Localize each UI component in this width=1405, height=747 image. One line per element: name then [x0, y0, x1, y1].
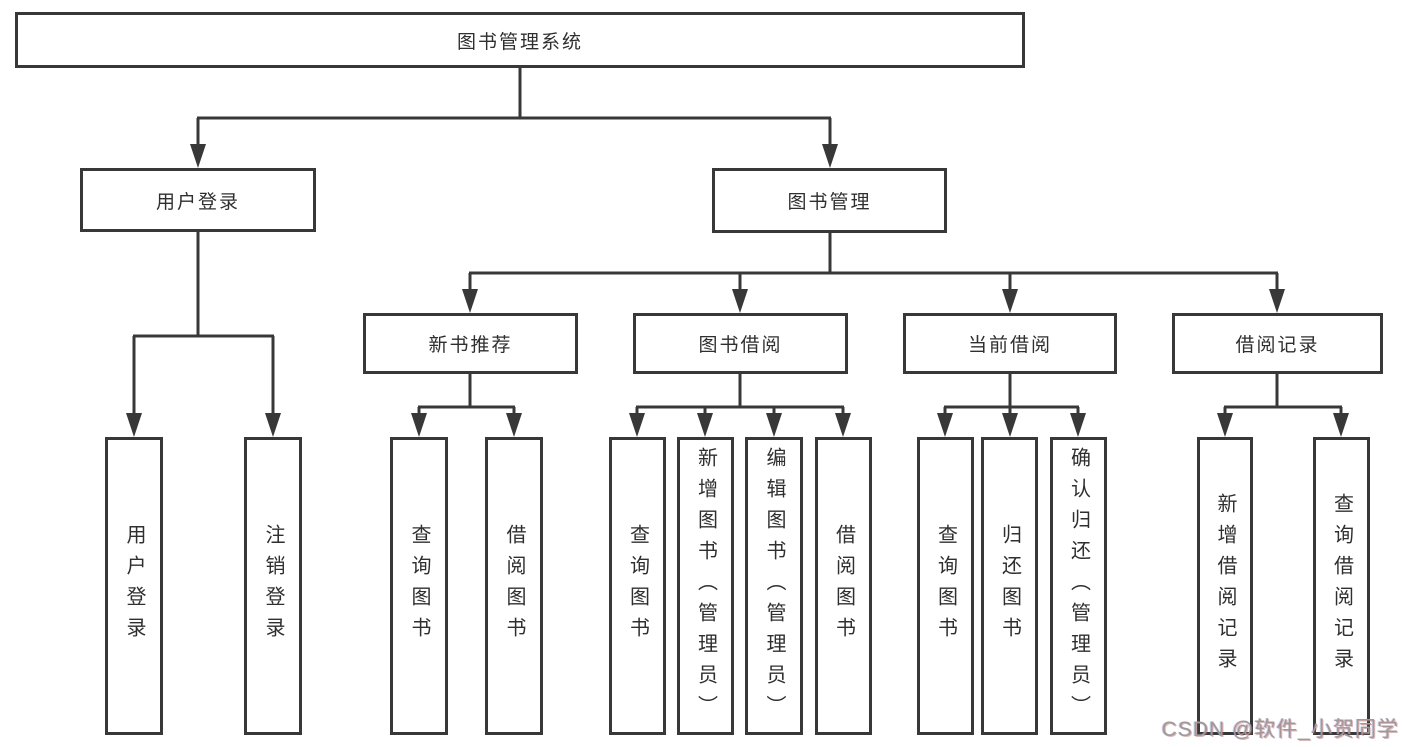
leaf-return-books-label: 归还图书 — [998, 524, 1021, 648]
node-user-login: 用户登录 — [80, 168, 316, 232]
leaf-user-login-label: 用户登录 — [123, 524, 145, 648]
leaf-return-books: 归还图书 — [981, 437, 1038, 735]
leaf-borrow-books-recommend-label: 借阅图书 — [503, 524, 525, 648]
leaf-add-borrow-record-label: 新增借阅记录 — [1214, 493, 1236, 679]
leaf-add-books-admin-label: 新增图书（管理员） — [694, 446, 717, 726]
node-borrowing-records-label: 借阅记录 — [1235, 335, 1320, 356]
leaf-query-borrow-record: 查询借阅记录 — [1313, 437, 1370, 735]
leaf-user-login: 用户登录 — [105, 437, 163, 735]
node-book-borrowing-label: 图书借阅 — [698, 335, 783, 356]
node-book-management: 图书管理 — [712, 168, 947, 233]
leaf-query-books-current: 查询图书 — [917, 437, 974, 735]
node-current-borrowing: 当前借阅 — [903, 313, 1117, 374]
node-library-system: 图书管理系统 — [15, 12, 1025, 68]
csdn-watermark: CSDN @软件_小贺同学 — [1161, 718, 1399, 741]
leaf-logout: 注销登录 — [244, 437, 302, 735]
leaf-query-books-recommend: 查询图书 — [390, 437, 448, 735]
node-current-borrowing-label: 当前借阅 — [967, 335, 1052, 356]
leaf-add-borrow-record: 新增借阅记录 — [1197, 437, 1253, 735]
leaf-query-borrow-record-label: 查询借阅记录 — [1330, 493, 1353, 679]
node-user-login-label: 用户登录 — [155, 191, 240, 213]
node-new-book-recommendation-label: 新书推荐 — [428, 335, 513, 356]
leaf-borrow-books-recommend: 借阅图书 — [485, 437, 543, 735]
leaf-query-books-borrow: 查询图书 — [609, 437, 666, 735]
node-borrowing-records: 借阅记录 — [1172, 313, 1383, 374]
leaf-edit-books-admin: 编辑图书（管理员） — [745, 437, 803, 735]
leaf-logout-label: 注销登录 — [262, 524, 284, 648]
node-new-book-recommendation: 新书推荐 — [363, 313, 578, 374]
leaf-confirm-return-admin-label: 确认归还（管理员） — [1067, 446, 1090, 726]
leaf-query-books-current-label: 查询图书 — [934, 524, 957, 648]
node-library-system-label: 图书管理系统 — [456, 31, 583, 53]
leaf-add-books-admin: 新增图书（管理员） — [677, 437, 734, 735]
leaf-borrow-books: 借阅图书 — [815, 437, 872, 735]
leaf-query-books-recommend-label: 查询图书 — [408, 524, 430, 648]
leaf-borrow-books-label: 借阅图书 — [832, 524, 855, 648]
leaf-edit-books-admin-label: 编辑图书（管理员） — [763, 446, 785, 726]
node-book-management-label: 图书管理 — [787, 192, 872, 213]
leaf-confirm-return-admin: 确认归还（管理员） — [1050, 437, 1107, 735]
node-book-borrowing: 图书借阅 — [633, 313, 848, 374]
leaf-query-books-borrow-label: 查询图书 — [626, 524, 649, 648]
